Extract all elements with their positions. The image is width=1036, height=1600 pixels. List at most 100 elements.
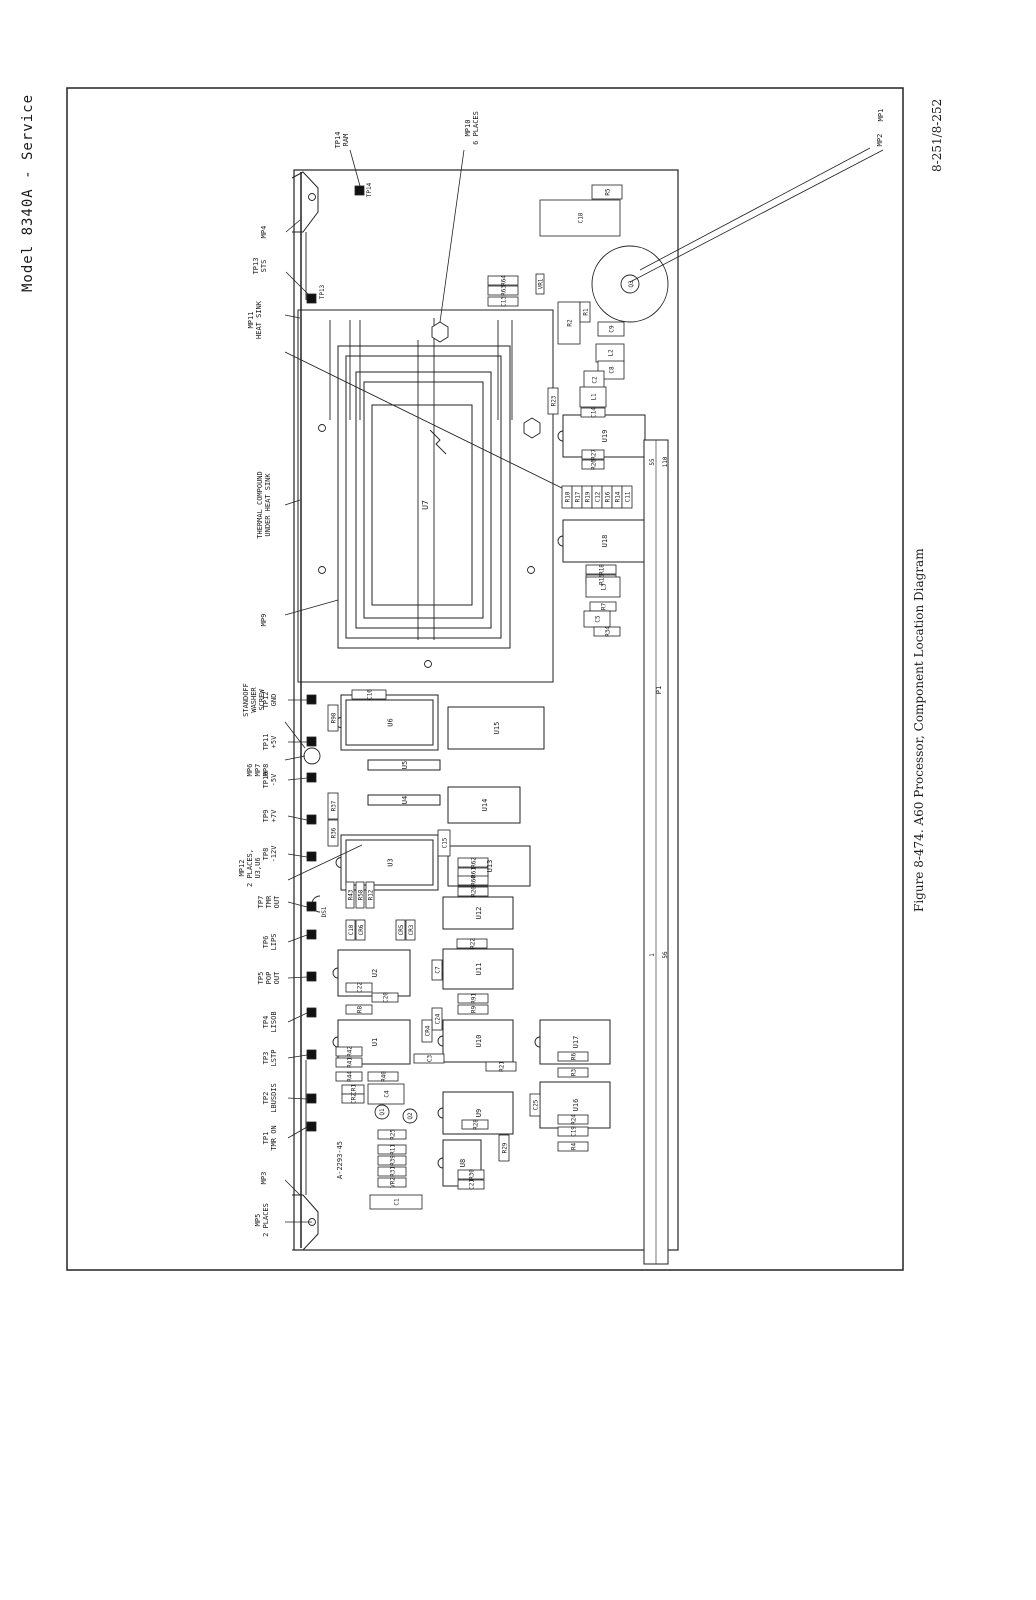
mp3-callout: MP3 xyxy=(260,1172,268,1185)
heat-sink-fin xyxy=(371,404,473,606)
c11-capacitor xyxy=(621,485,633,509)
c4-label: C4 xyxy=(384,1090,391,1098)
test-point-pad xyxy=(306,1007,317,1018)
cr2-label: CR2 xyxy=(351,1093,358,1104)
mp10-callout: MP106 PLACES xyxy=(464,111,480,145)
r34-label: R34 xyxy=(605,626,612,637)
u11-chip xyxy=(442,948,514,990)
tp2-leader xyxy=(287,1097,308,1100)
u3-label: U3 xyxy=(387,858,395,866)
u14-chip xyxy=(447,786,521,824)
r63-resistor xyxy=(487,285,519,296)
tp1-label: TP1TMR ON xyxy=(262,1125,278,1150)
r25-label: R25 xyxy=(390,1129,397,1140)
u12-chip xyxy=(442,896,514,930)
r20-label: R20 xyxy=(471,886,478,897)
r11-resistor xyxy=(377,1144,407,1155)
tp1-leader xyxy=(287,1126,308,1139)
thermal-leader xyxy=(284,351,567,491)
r98-label: R98 xyxy=(331,712,338,723)
u7-chip-body xyxy=(345,355,502,639)
q1-label: Q1 xyxy=(379,1108,386,1116)
c7-label: C7 xyxy=(435,966,442,974)
cr3-diode xyxy=(405,919,416,941)
tp4-label: TP4LISOB xyxy=(262,1011,278,1032)
u4-label: U4 xyxy=(401,796,409,804)
q2-transistor xyxy=(402,1108,418,1124)
r29-resistor xyxy=(498,1134,510,1162)
cr4-label: CR4 xyxy=(425,1025,432,1036)
r60-label: R60 xyxy=(471,875,478,886)
mp12-callout: MP122 PLACES,U3,U6 xyxy=(238,849,262,887)
r29-label: R29 xyxy=(502,1142,509,1153)
c3-capacitor xyxy=(413,1053,445,1064)
pin-label: 1 xyxy=(649,953,656,957)
r9-label: R9 xyxy=(471,1006,478,1014)
heat-sink-screw xyxy=(318,566,326,574)
figure-frame xyxy=(66,87,904,1271)
p1-label: P1 xyxy=(655,686,663,694)
vr1-label: VR1 xyxy=(538,278,545,289)
r31-label: R31 xyxy=(390,1166,397,1177)
mp1-leader xyxy=(629,149,884,283)
mp2-leader xyxy=(639,147,871,271)
pin1-notch xyxy=(557,535,564,547)
r8-label: R8 xyxy=(357,1006,364,1014)
r44-label: R44 xyxy=(347,1071,354,1082)
r42-resistor xyxy=(335,1046,363,1057)
c25-capacitor xyxy=(529,1093,541,1117)
tp6-label: TP6LIPS xyxy=(262,934,278,951)
q2-label: Q2 xyxy=(407,1112,414,1120)
heat-sink-screw xyxy=(318,424,326,432)
r1-resistor xyxy=(579,301,591,323)
cr4-diode xyxy=(421,1019,433,1043)
r43-resistor xyxy=(345,881,355,909)
board-number: A-2293-45 xyxy=(336,1141,344,1179)
r98-resistor xyxy=(327,704,339,732)
mp6-8-leader xyxy=(284,755,306,761)
u15-chip xyxy=(447,706,545,750)
r40-resistor xyxy=(367,1071,399,1082)
c18-label: C18 xyxy=(578,212,585,223)
cr5-diode xyxy=(395,919,406,941)
test-point-pad xyxy=(306,851,317,862)
heat-sink-fin xyxy=(355,371,492,629)
r21-resistor xyxy=(485,1061,517,1072)
r36-resistor xyxy=(327,819,339,847)
r22-label: R22 xyxy=(470,938,477,949)
c9-capacitor xyxy=(597,321,625,337)
mp5-callout: MP52 PLACES xyxy=(254,1203,270,1237)
u4-chip xyxy=(367,794,441,806)
c20-label: C20 xyxy=(383,992,390,1003)
mp9-leader xyxy=(284,599,339,616)
r41-label: R41 xyxy=(347,1057,354,1068)
l2-label: L2 xyxy=(608,349,615,357)
l1-label: L1 xyxy=(591,393,598,401)
r62-label: R62 xyxy=(471,857,478,868)
q3-label: Q3 xyxy=(628,280,635,288)
r22-resistor xyxy=(456,938,488,949)
standoff-leader xyxy=(284,721,306,749)
u3-chip xyxy=(340,834,439,891)
r39-label: R39 xyxy=(390,1155,397,1166)
c9-label: C9 xyxy=(609,325,616,333)
r30-resistor xyxy=(457,1169,485,1180)
u15-label: U15 xyxy=(493,722,501,735)
c21-capacitor xyxy=(457,1179,485,1190)
c22-capacitor xyxy=(345,982,373,993)
heat-sink-screw xyxy=(527,566,535,574)
r24-resistor xyxy=(557,1114,589,1125)
r58-label: R58 xyxy=(358,889,365,900)
r63-label: R63 xyxy=(501,285,508,296)
thermal-leader xyxy=(284,499,301,506)
c4-capacitor xyxy=(367,1083,405,1105)
c13-capacitor xyxy=(487,296,519,307)
u18-chip xyxy=(562,519,646,563)
pin1-notch xyxy=(437,1035,444,1047)
test-point-pad xyxy=(306,772,317,783)
mp10-standoff xyxy=(523,417,541,439)
c8-label: C8 xyxy=(609,366,616,374)
c10-label: C10 xyxy=(348,924,355,935)
r23-resistor xyxy=(547,387,559,415)
